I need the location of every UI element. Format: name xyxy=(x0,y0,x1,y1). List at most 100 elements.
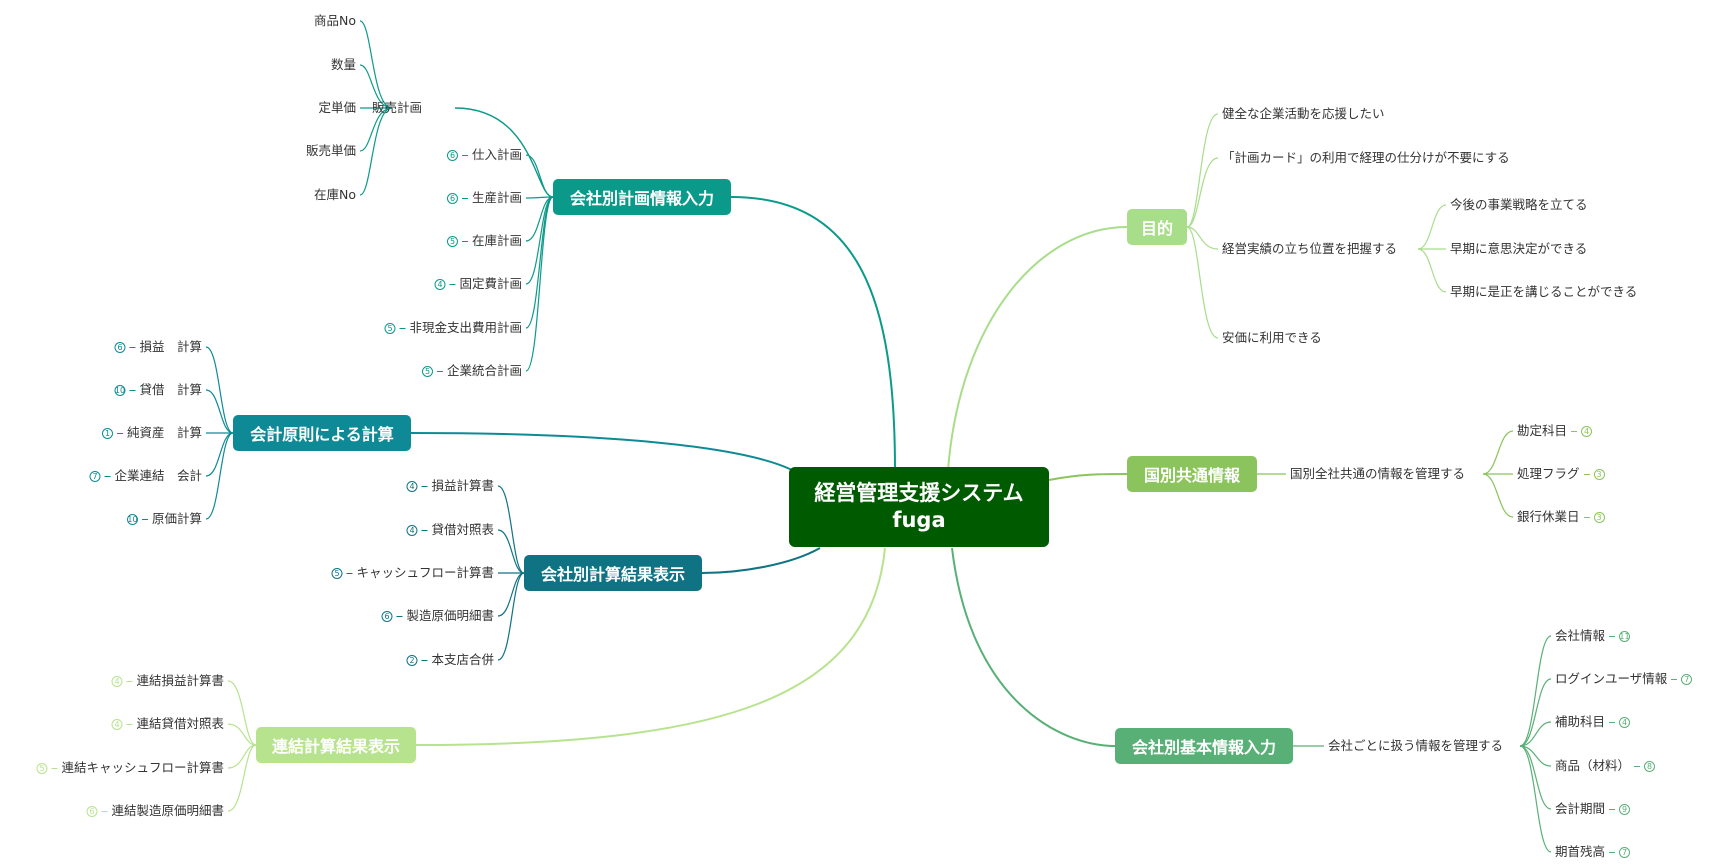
node-label: 固定費計画 xyxy=(459,276,522,291)
connector-line xyxy=(951,547,1116,747)
connector-line xyxy=(525,196,554,372)
node-consolidated-item[interactable]: 6 連結製造原価明細書 xyxy=(86,802,224,820)
node-label: 会社情報 xyxy=(1555,628,1606,643)
branch-consolidated-display[interactable]: 連結計算結果表示 xyxy=(256,727,416,763)
node-label: 今後の事業戦略を立てる xyxy=(1450,197,1588,212)
node-purpose-item[interactable]: 健全な企業活動を応援したい xyxy=(1222,105,1385,123)
connector-line xyxy=(730,196,896,471)
node-label: 健全な企業活動を応援したい xyxy=(1222,106,1385,121)
connector-line xyxy=(525,196,554,329)
node-sales-child[interactable]: 在庫No xyxy=(314,186,356,204)
badge-connector xyxy=(396,615,403,617)
branch-common-info[interactable]: 国別共通情報 xyxy=(1127,456,1257,492)
root-node[interactable]: 経営管理支援システム fuga xyxy=(789,467,1049,547)
node-label: 連結製造原価明細書 xyxy=(111,803,224,818)
node-purpose-sub[interactable]: 早期に意思決定ができる xyxy=(1450,240,1587,258)
priority-badge-icon: 7 xyxy=(1619,846,1631,858)
connector-line xyxy=(205,432,234,477)
branch-result-display[interactable]: 会社別計算結果表示 xyxy=(524,555,702,591)
node-basic-item[interactable]: 商品（材料） 8 xyxy=(1555,757,1656,775)
priority-badge-icon: 4 xyxy=(1581,425,1593,437)
node-purpose-item[interactable]: 安価に利用できる xyxy=(1222,329,1322,347)
connector-line xyxy=(359,20,393,109)
node-purpose-sub[interactable]: 今後の事業戦略を立てる xyxy=(1450,196,1588,214)
node-sales-child[interactable]: 定単価 xyxy=(318,99,356,117)
node-label: 在庫No xyxy=(314,187,356,202)
connector-line xyxy=(1186,157,1219,228)
node-label: 早期に是正を講じることができる xyxy=(1450,284,1638,299)
badge-connector xyxy=(1671,678,1678,680)
badge-connector xyxy=(1583,516,1590,518)
node-sales-child[interactable]: 数量 xyxy=(331,56,356,74)
node-purpose-item[interactable]: 「計画カード」の利用で経理の仕分けが不要にする xyxy=(1222,149,1510,167)
connector-line xyxy=(497,529,525,574)
node-label: 仕入計画 xyxy=(471,147,522,162)
connector-line xyxy=(227,723,257,746)
connector-line xyxy=(1519,721,1552,747)
priority-badge-icon: 8 xyxy=(1644,760,1656,772)
node-label: 商品（材料） xyxy=(1555,758,1631,773)
connector-line xyxy=(701,547,821,574)
branch-basic-info-input[interactable]: 会社別基本情報入力 xyxy=(1115,728,1293,764)
node-label: 在庫計画 xyxy=(471,233,522,248)
connector-line xyxy=(359,64,393,109)
node-accounting-item[interactable]: 1 純資産 計算 xyxy=(101,424,202,442)
node-label: 販売単価 xyxy=(305,143,356,158)
branch-label: 国別共通情報 xyxy=(1143,466,1240,485)
connector-line xyxy=(1482,430,1514,475)
node-label: 連結キャッシュフロー計算書 xyxy=(61,760,224,775)
connector-line xyxy=(1519,678,1552,747)
node-common-mid[interactable]: 国別全社共通の情報を管理する xyxy=(1290,465,1465,483)
branch-purpose[interactable]: 目的 xyxy=(1127,209,1187,245)
priority-badge-icon: 2 xyxy=(406,654,418,666)
badge-connector xyxy=(129,389,136,391)
node-label: 純資産 計算 xyxy=(126,425,202,440)
node-sales-plan[interactable]: 販売計画 xyxy=(372,99,422,117)
node-label: 貸借対照表 xyxy=(431,522,494,537)
badge-connector xyxy=(1609,851,1616,853)
connector-line xyxy=(525,154,554,198)
node-purpose-sub[interactable]: 早期に是正を講じることができる xyxy=(1450,283,1637,301)
node-label: 早期に意思決定ができる xyxy=(1450,241,1588,256)
node-sales-child[interactable]: 販売単価 xyxy=(306,142,356,160)
connector-line xyxy=(1519,745,1552,810)
branch-plan-input[interactable]: 会社別計画情報入力 xyxy=(553,179,731,215)
node-label: 数量 xyxy=(330,57,356,72)
priority-badge-icon: 3 xyxy=(1593,468,1605,480)
node-basic-mid[interactable]: 会社ごとに扱う情報を管理する xyxy=(1328,737,1503,755)
branch-label: 会計原則による計算 xyxy=(250,425,394,444)
node-purpose-item[interactable]: 経営実績の立ち位置を把握する xyxy=(1222,240,1397,258)
branch-accounting-calc[interactable]: 会計原則による計算 xyxy=(233,415,411,451)
node-sales-child[interactable]: 商品No xyxy=(314,12,356,30)
root-subtitle: fuga xyxy=(892,508,946,532)
priority-badge-icon: 1 xyxy=(101,427,113,439)
priority-badge-icon: 6 xyxy=(86,805,98,817)
